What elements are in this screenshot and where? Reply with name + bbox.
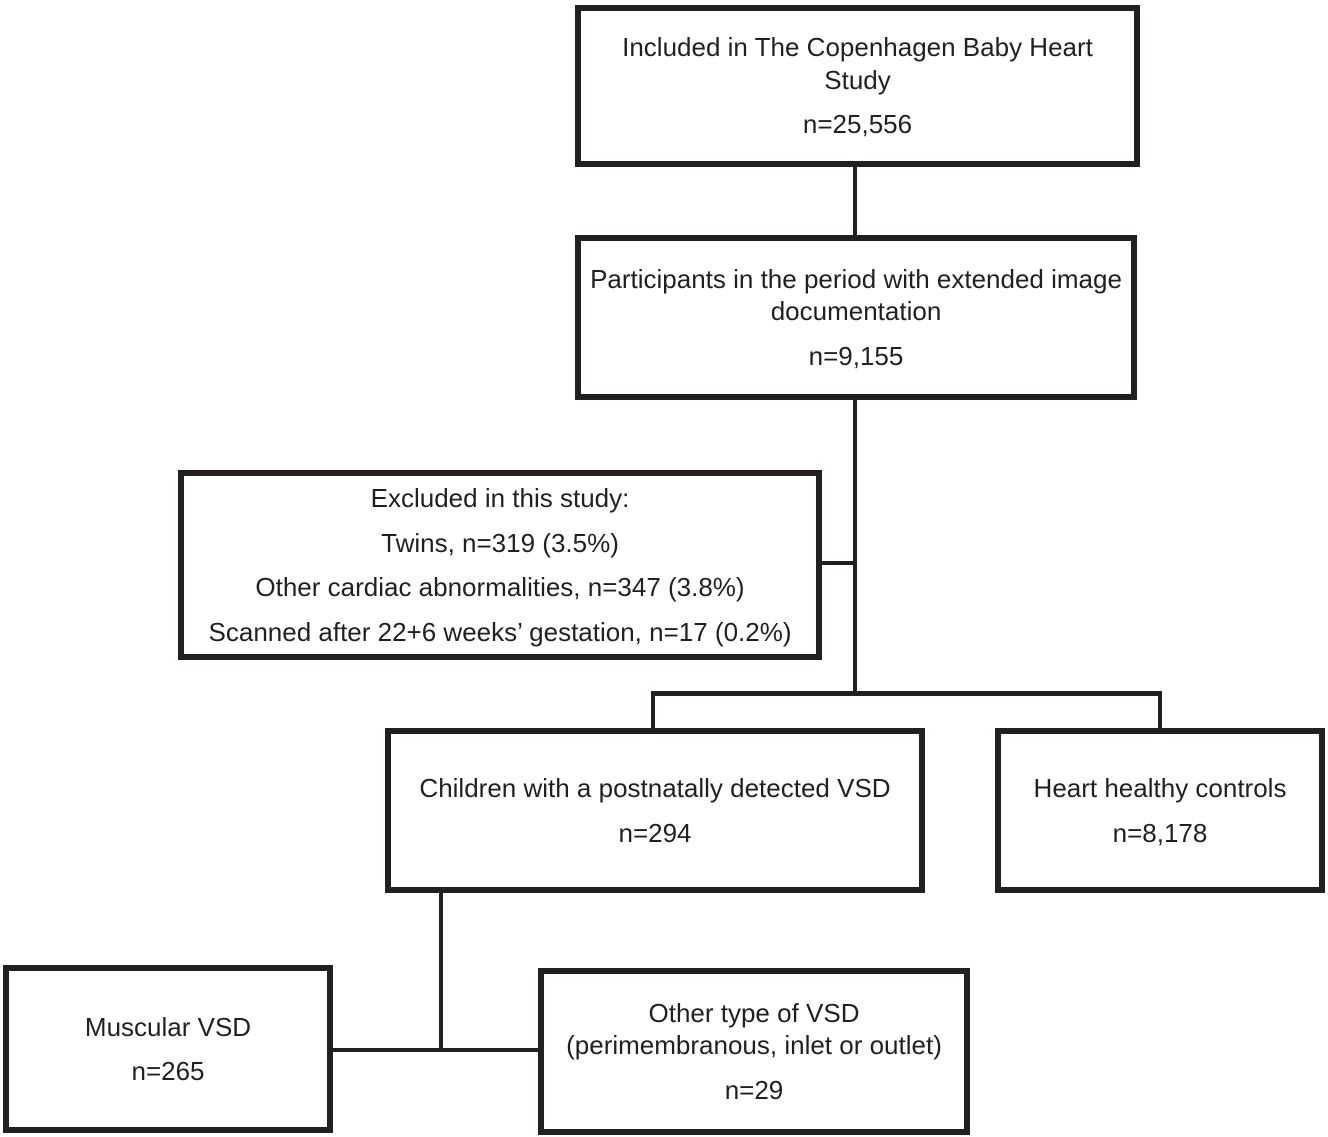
node-excluded-item-cardiac: Other cardiac abnormalities, n=347 (3.8%…: [255, 572, 745, 602]
node-included-count: n=25,556: [802, 109, 913, 140]
node-controls-title: Heart healthy controls: [1033, 773, 1287, 803]
node-muscular: Muscular VSD n=265: [3, 965, 333, 1133]
connector-participants-to-split: [853, 398, 857, 695]
node-vsd-count: n=294: [618, 817, 692, 848]
node-included: Included in The Copenhagen Baby Heart St…: [575, 5, 1140, 167]
node-vsd-title: Children with a postnatally detected VSD: [419, 773, 891, 803]
connector-drop-to-controls: [1158, 691, 1162, 731]
node-participants-count: n=9,155: [808, 340, 904, 371]
node-excluded-heading: Excluded in this study:: [370, 483, 630, 513]
node-participants: Participants in the period with extended…: [575, 235, 1137, 400]
connector-excluded-stub: [820, 561, 855, 565]
node-participants-title: Participants in the period with extended…: [590, 263, 1122, 327]
node-excluded-item-scanned: Scanned after 22+6 weeks’ gestation, n=1…: [208, 616, 792, 647]
connector-bottom-horizontal: [330, 1048, 542, 1052]
node-muscular-count: n=265: [131, 1056, 205, 1086]
node-muscular-title: Muscular VSD: [84, 1011, 252, 1042]
connector-vsd-to-bottom: [439, 890, 443, 1052]
connector-drop-to-vsd: [651, 691, 655, 731]
node-controls-count: n=8,178: [1112, 817, 1208, 848]
node-other-count: n=29: [724, 1074, 784, 1105]
node-other-subtitle: (perimembranous, inlet or outlet): [566, 1030, 942, 1061]
node-excluded-item-twins: Twins, n=319 (3.5%): [381, 527, 619, 558]
connector-split-horizontal: [651, 691, 1162, 696]
connector-included-to-participants: [853, 165, 857, 237]
node-other: Other type of VSD (perimembranous, inlet…: [538, 968, 970, 1135]
node-other-title: Other type of VSD: [648, 997, 860, 1028]
node-included-title: Included in The Copenhagen Baby Heart St…: [622, 32, 1093, 95]
node-excluded: Excluded in this study: Twins, n=319 (3.…: [178, 470, 822, 660]
node-controls: Heart healthy controls n=8,178: [995, 728, 1325, 893]
node-vsd: Children with a postnatally detected VSD…: [385, 728, 925, 893]
